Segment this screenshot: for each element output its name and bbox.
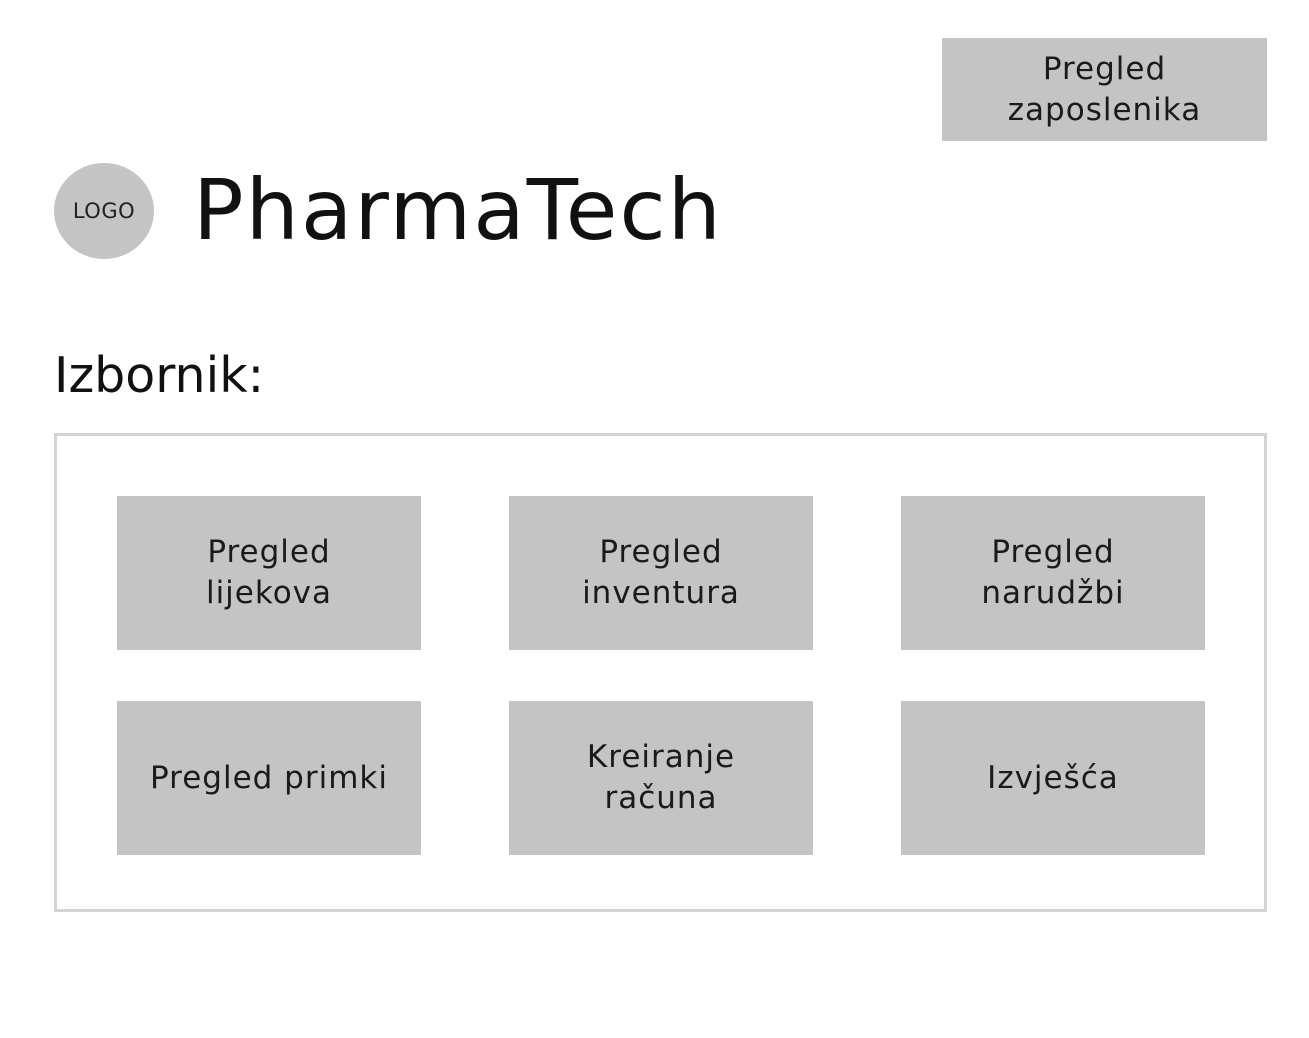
menu-item-label: Pregled inventura [582,534,740,611]
employees-overview-label: Pregled zaposlenika [1007,50,1202,128]
menu-item-receipts[interactable]: Pregled primki [117,701,421,855]
menu-item-label: Izvješća [987,759,1119,796]
menu-item-orders[interactable]: Pregled narudžbi [901,496,1205,650]
menu-item-label: Pregled narudžbi [981,534,1125,611]
logo: LOGO [54,163,154,259]
menu-item-create-invoice[interactable]: Kreiranje računa [509,701,813,855]
menu-item-medicines[interactable]: Pregled lijekova [117,496,421,650]
menu-item-reports[interactable]: Izvješća [901,701,1205,855]
employees-overview-button[interactable]: Pregled zaposlenika [942,38,1267,141]
logo-text: LOGO [72,199,136,223]
menu-item-label: Pregled lijekova [205,534,333,611]
menu-item-inventories[interactable]: Pregled inventura [509,496,813,650]
menu-title: Izbornik: [54,347,265,404]
menu-item-label: Pregled primki [150,759,388,796]
brand-title: PharmaTech [193,161,723,259]
menu-panel [54,433,1267,912]
menu-item-label: Kreiranje računa [586,739,736,816]
